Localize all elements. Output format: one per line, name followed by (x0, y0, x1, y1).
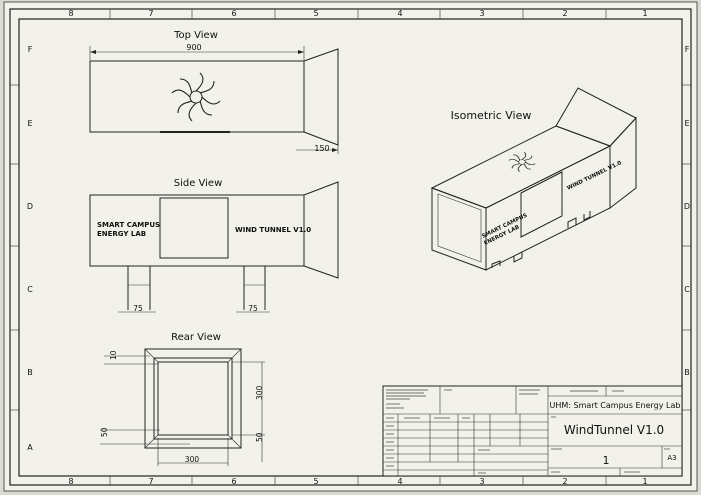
side-label-line2: ENERGY LAB (97, 230, 146, 238)
col-label-bottom-1: 1 (642, 477, 647, 486)
rear-dim-top-offset: 10 (109, 350, 118, 360)
top-view: Top View 900 150 (89, 30, 339, 154)
row-label-left-d: D (27, 202, 33, 211)
row-label-right-e: E (684, 119, 689, 128)
col-label-top-8: 8 (68, 9, 73, 18)
top-dim-length: 900 (186, 43, 201, 52)
row-label-left-f: F (28, 45, 33, 54)
row-label-left-a: A (27, 443, 33, 452)
title-block-size: A3 (667, 454, 676, 462)
col-label-top-6: 6 (231, 9, 236, 18)
side-view: Side View 75 75 SMART CAMPUS ENERGY LAB … (89, 178, 339, 313)
title-block-drawing-title: WindTunnel V1.0 (564, 423, 664, 437)
side-label-right: WIND TUNNEL V1.0 (235, 226, 311, 234)
side-view-title: Side View (174, 178, 223, 189)
rear-dim-height: 300 (255, 385, 264, 400)
side-window (159, 197, 229, 259)
top-dim-diffuser: 150 (314, 144, 329, 153)
col-label-top-3: 3 (479, 9, 484, 18)
fan-icon (171, 72, 221, 122)
title-block-company: UHM: Smart Campus Energy Lab (550, 401, 681, 410)
rear-view-title: Rear View (171, 332, 221, 343)
side-dim-leg-right: 75 (248, 304, 258, 313)
col-label-bottom-7: 7 (148, 477, 153, 486)
rear-dim-width: 300 (185, 455, 200, 464)
row-label-right-f: F (685, 45, 690, 54)
side-label-line1: SMART CAMPUS (97, 221, 160, 229)
side-dim-leg-left: 75 (133, 304, 143, 313)
col-label-bottom-5: 5 (313, 477, 318, 486)
row-label-left-b: B (27, 368, 33, 377)
row-label-right-b: B (684, 368, 690, 377)
row-label-left-e: E (27, 119, 32, 128)
rear-dim-right-bottom: 50 (255, 432, 264, 442)
col-label-bottom-2: 2 (562, 477, 567, 486)
col-label-bottom-4: 4 (397, 477, 402, 486)
row-label-left-c: C (27, 285, 33, 294)
title-block-sheet: 1 (603, 454, 610, 467)
col-label-top-2: 2 (562, 9, 567, 18)
iso-view-title: Isometric View (451, 109, 532, 122)
col-label-top-1: 1 (642, 9, 647, 18)
top-view-title: Top View (173, 30, 218, 41)
rear-dim-side-offset: 50 (100, 427, 109, 437)
iso-fan-icon (508, 152, 536, 172)
inner-border (18, 18, 683, 477)
col-label-bottom-3: 3 (479, 477, 484, 486)
zone-ticks (10, 9, 691, 485)
col-label-top-7: 7 (148, 9, 153, 18)
col-label-top-4: 4 (397, 9, 402, 18)
col-label-top-5: 5 (313, 9, 318, 18)
row-label-right-c: C (684, 285, 690, 294)
row-label-right-d: D (684, 202, 690, 211)
col-label-bottom-6: 6 (231, 477, 236, 486)
title-block: UHM: Smart Campus Energy Lab WindTunnel … (382, 385, 683, 477)
col-label-bottom-8: 8 (68, 477, 73, 486)
rear-view: Rear View 10 300 50 50 300 (100, 332, 265, 466)
